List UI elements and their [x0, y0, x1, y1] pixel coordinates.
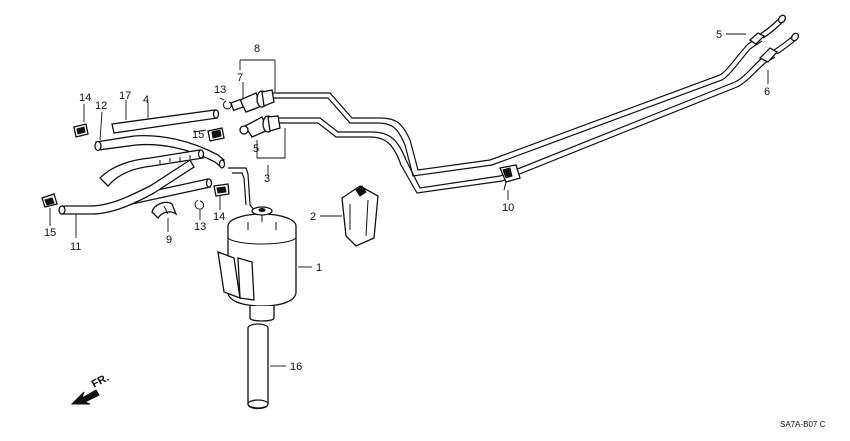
- small-clip-top: [223, 100, 232, 110]
- charcoal-canister: [217, 206, 297, 322]
- hose-perforated: [99, 149, 205, 187]
- callout-9: 9: [166, 234, 172, 246]
- callout-13-bottom: 13: [194, 221, 206, 233]
- callout-16: 16: [290, 361, 302, 373]
- hose-end-lower: [758, 32, 800, 63]
- connector-lower: [239, 115, 281, 138]
- callout-6: 6: [764, 86, 770, 98]
- hose-lower-long: [58, 159, 195, 215]
- callout-14-left: 14: [79, 92, 91, 104]
- callout-5-top: 5: [716, 29, 722, 41]
- callout-15-top: 15: [192, 129, 204, 141]
- drain-hose: [247, 323, 269, 410]
- hose-curved: [94, 134, 226, 169]
- callout-3: 3: [264, 173, 270, 185]
- pipe-clip: [499, 164, 521, 191]
- hose-end-upper: [748, 14, 787, 45]
- hose-bracket: [151, 201, 178, 220]
- hose-upper-long: [111, 109, 220, 134]
- canister-bracket: [341, 185, 379, 247]
- callout-4: 4: [143, 94, 149, 106]
- callout-7: 7: [237, 72, 243, 84]
- leader-lines: [49, 33, 769, 367]
- connector-upper: [230, 89, 275, 113]
- callout-5-mid: 5: [253, 143, 259, 155]
- callout-2: 2: [310, 211, 316, 223]
- callout-17: 17: [119, 90, 131, 102]
- hose-clamp-upper: [207, 127, 225, 142]
- vapor-pipe-lower: [278, 51, 776, 194]
- callout-11: 11: [70, 241, 81, 253]
- callout-14-right: 14: [213, 211, 225, 223]
- small-clip-bottom: [194, 199, 204, 210]
- callout-15-bottom: 15: [44, 227, 56, 239]
- callout-8: 8: [254, 43, 260, 55]
- canister-feed-pipe: [228, 167, 257, 213]
- vapor-pipe-upper: [270, 35, 763, 177]
- hose-clamp-lower-left: [41, 193, 58, 208]
- callout-12: 12: [95, 100, 107, 112]
- front-direction-arrow-icon: [70, 389, 100, 405]
- callout-10: 10: [502, 202, 514, 214]
- front-direction-label: FR.: [90, 372, 111, 391]
- hose-clamp-right: [213, 183, 230, 197]
- diagram-code: SA7A-B07 C: [780, 420, 826, 429]
- callout-13-top: 13: [214, 84, 226, 96]
- callout-1: 1: [316, 262, 322, 274]
- hose-clamp-left: [73, 123, 89, 138]
